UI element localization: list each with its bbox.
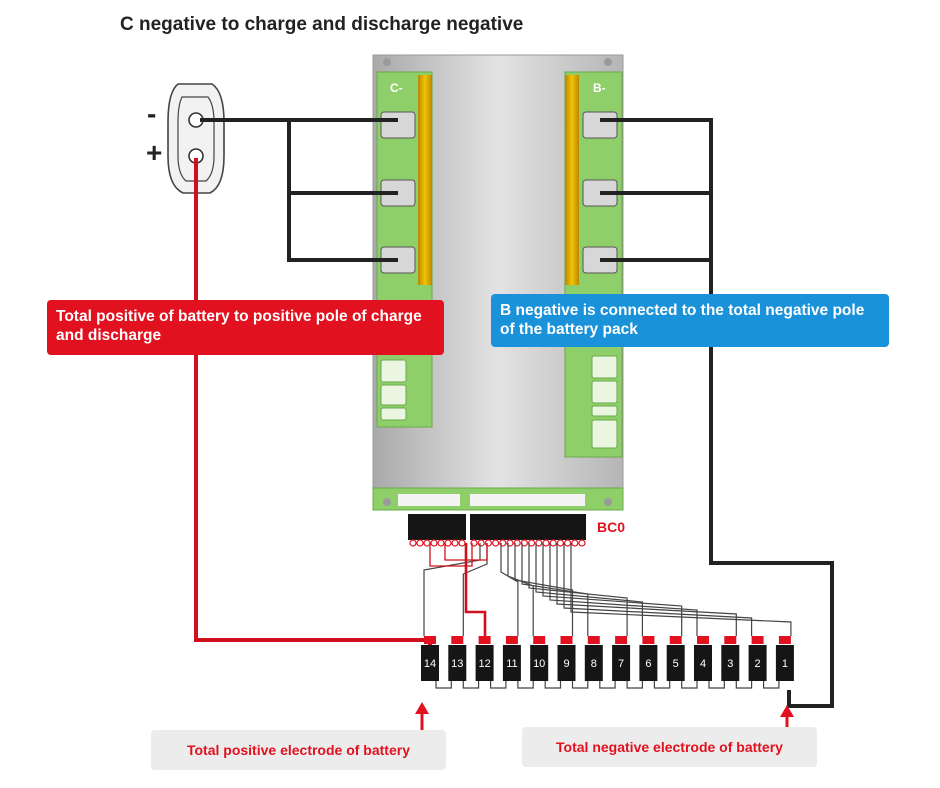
cell-terminal-11: 11 <box>502 636 521 681</box>
cell-terminal-12: 12 <box>475 636 494 681</box>
cell-terminal-4: 4 <box>694 636 712 681</box>
cell-number: 14 <box>424 658 436 670</box>
cell-number: 1 <box>782 658 788 670</box>
cell-link <box>735 680 753 689</box>
cell-link <box>626 680 644 689</box>
balance-red-link <box>429 543 473 567</box>
page-title: C negative to charge and discharge negat… <box>120 14 524 35</box>
negative-callout: B negative is connected to the total neg… <box>491 294 889 347</box>
balance-pin <box>492 539 500 547</box>
balance-pin <box>458 539 466 547</box>
cell-terminal-8: 8 <box>584 636 603 681</box>
balance-pin <box>451 539 459 547</box>
balance-connector-left <box>408 514 466 540</box>
balance-pin <box>556 539 565 547</box>
balance-pin <box>542 539 550 547</box>
balance-pin <box>563 539 572 547</box>
balance-pin <box>423 539 431 547</box>
balance-pin <box>409 539 417 547</box>
cell-terminal-10: 10 <box>530 636 549 681</box>
cell-terminal-3: 3 <box>721 636 740 681</box>
cell-number: 7 <box>618 658 624 670</box>
cell-terminal-9: 9 <box>557 636 576 681</box>
c-minus-label: C- <box>390 81 403 95</box>
balance-pin <box>416 539 424 547</box>
cell-link <box>571 680 589 689</box>
balance-wire <box>549 543 698 636</box>
cell-link <box>490 680 507 689</box>
cell-number: 13 <box>451 658 463 670</box>
balance-pin <box>430 539 438 547</box>
cell-terminal-1: 1 <box>775 636 794 681</box>
cell-link <box>599 680 616 689</box>
cell-number: 12 <box>478 658 490 670</box>
cell-terminal-7: 7 <box>612 636 631 681</box>
arrow-up-icon <box>780 705 794 727</box>
balance-pin <box>484 539 492 547</box>
bms-board <box>372 54 624 540</box>
cell-12-red-link <box>464 543 487 636</box>
balance-pin <box>513 539 521 547</box>
cell-link <box>544 680 562 689</box>
balance-wire <box>556 543 737 636</box>
cell-terminal-2: 2 <box>748 636 767 681</box>
balance-wire <box>563 543 753 636</box>
plus-sign: + <box>146 137 163 168</box>
cell-link <box>708 680 725 689</box>
positive-electrode-note: Total positive electrode of battery <box>151 730 446 770</box>
cell-number: 9 <box>563 658 569 670</box>
cell-link <box>681 680 698 689</box>
cell-terminal-14: 14 <box>421 636 439 681</box>
cell-link <box>435 680 452 689</box>
arrow-up-icon <box>415 702 429 730</box>
balance-wires <box>423 543 792 689</box>
cell-number: 5 <box>673 658 679 670</box>
balance-wire <box>514 543 574 636</box>
balance-wire <box>570 543 792 636</box>
c-minus-wiring <box>200 118 398 262</box>
balance-pins <box>409 539 586 547</box>
balance-pin <box>535 539 543 547</box>
balance-wire <box>521 543 589 636</box>
balance-wire <box>423 543 481 636</box>
cell-number: 3 <box>727 658 733 670</box>
cell-link <box>517 680 534 689</box>
cell-number: 6 <box>645 658 651 670</box>
cell-number: 11 <box>506 658 517 670</box>
balance-pin <box>578 539 586 547</box>
cell-terminal-5: 5 <box>666 636 685 681</box>
cell-terminals: 14 13 12 11 10 9 8 7 6 5 4 3 2 1 <box>421 636 794 681</box>
b-minus-label: B- <box>593 81 606 95</box>
cell-number: 2 <box>755 658 761 670</box>
cell-terminal-13: 13 <box>448 636 467 681</box>
balance-pin <box>549 539 557 547</box>
balance-wire <box>528 543 628 636</box>
b-minus-wiring <box>600 118 834 708</box>
bc0-label: BC0 <box>597 519 626 535</box>
cell-link <box>762 680 780 689</box>
cell-link <box>653 680 671 689</box>
left-copper-bar <box>418 75 432 285</box>
balance-red-links <box>429 543 488 636</box>
balance-wire <box>535 543 644 636</box>
right-copper-bar <box>565 75 579 285</box>
balance-wire <box>542 543 683 636</box>
balance-pin <box>444 539 452 547</box>
negative-electrode-label: Total negative electrode of battery <box>556 739 783 755</box>
positive-electrode-label: Total positive electrode of battery <box>186 742 410 758</box>
dc-connector <box>167 83 225 194</box>
cell-number: 8 <box>591 658 597 670</box>
negative-electrode-note: Total negative electrode of battery <box>522 727 817 767</box>
minus-sign: - <box>147 98 157 129</box>
balance-pin <box>477 539 485 547</box>
balance-connector-right <box>470 514 586 540</box>
cell-number: 4 <box>700 658 706 670</box>
balance-pin <box>437 539 445 547</box>
positive-callout: Total positive of battery to positive po… <box>47 300 444 355</box>
cell-link <box>462 680 480 689</box>
cell-terminal-6: 6 <box>639 636 658 681</box>
cell-number: 10 <box>533 658 545 670</box>
balance-pin <box>571 539 579 547</box>
